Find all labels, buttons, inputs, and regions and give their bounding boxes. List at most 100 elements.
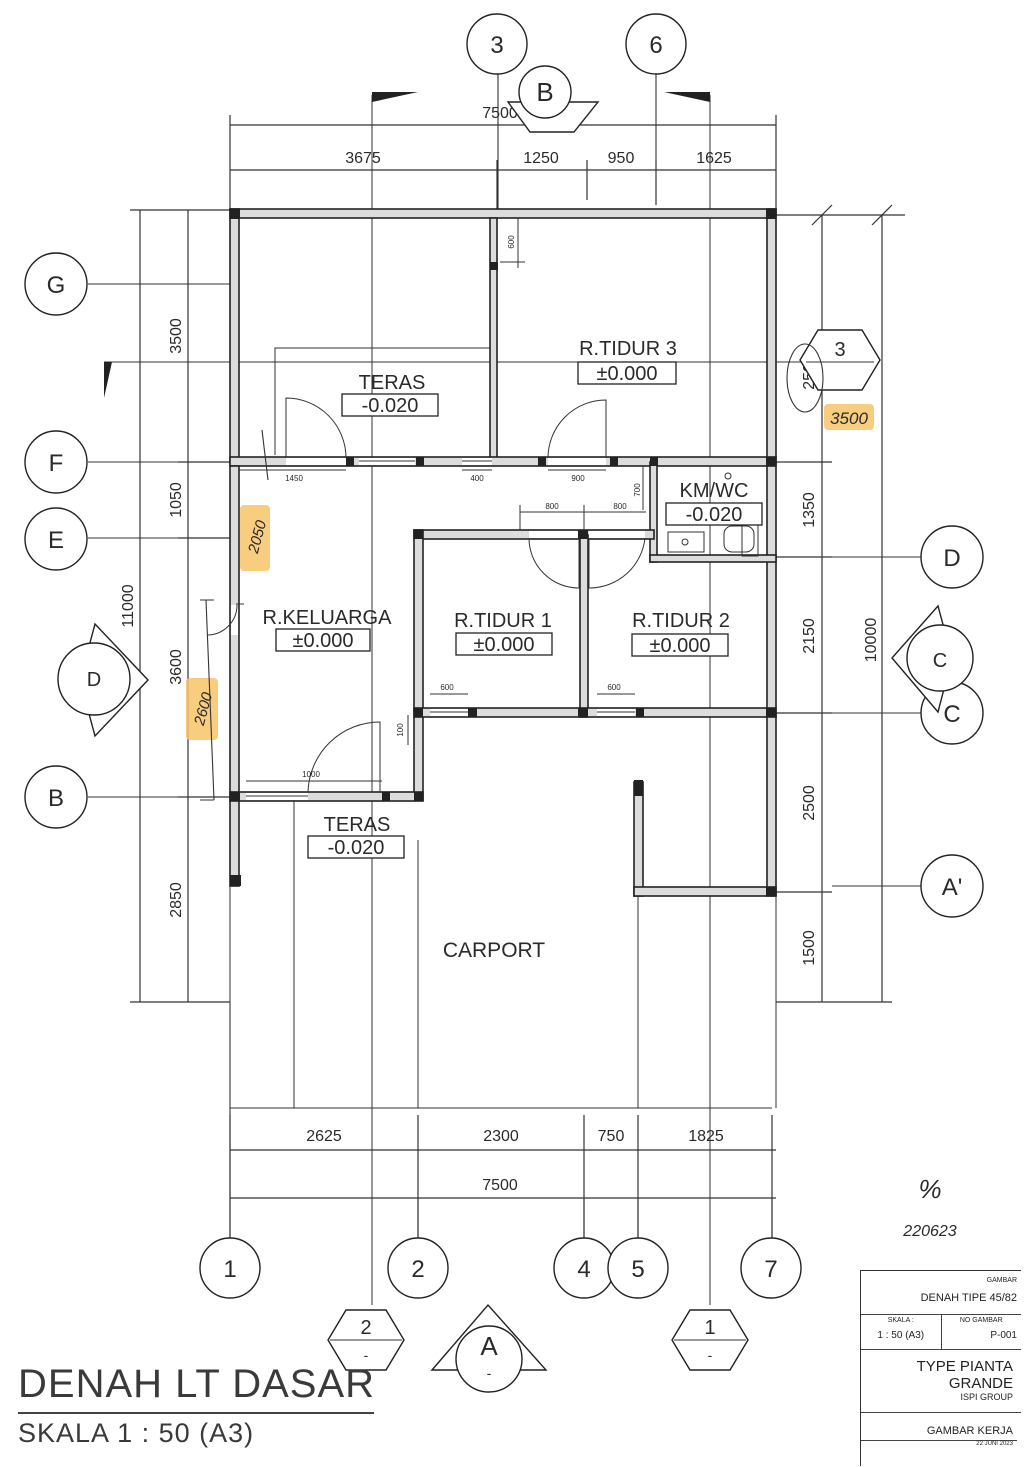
room-name-carport: CARPORT (443, 939, 545, 962)
grid-right-c: C (943, 701, 960, 728)
handwritten-date: 220623 (902, 1223, 956, 1240)
title-block: GAMBAR DENAH TIPE 45/82 SKALA : 1 : 50 (… (860, 1270, 1021, 1466)
section-bottom-right-1: 1 (704, 1317, 715, 1339)
tb-scale-cell: SKALA : 1 : 50 (A3) (861, 1315, 942, 1349)
handwritten-notes: 3500 2050 2600 % 220623 (186, 343, 957, 1240)
drawing-title: DENAH LT DASAR (18, 1362, 376, 1406)
tb-row-scale: SKALA : 1 : 50 (A3) NO GAMBAR P-001 (861, 1314, 1021, 1349)
dim-top-total: 7500 (482, 105, 518, 122)
grid-bottom-4: 4 (577, 1256, 590, 1283)
room-name-keluarga: R.KELUARGA (263, 607, 393, 629)
room-level-teras-bottom: -0.020 (328, 837, 385, 859)
grid-left-g: G (47, 272, 66, 299)
dim-top-seg-4: 1625 (696, 150, 732, 167)
room-level-teras-top: -0.020 (362, 395, 419, 417)
dim-left-seg-1: 3500 (168, 318, 185, 354)
doors (206, 397, 646, 797)
handwritten-initial: % (918, 1174, 941, 1204)
section-markers: B 3 D C A - 2 - 1 - (57, 65, 974, 1393)
section-left-d: D (87, 669, 101, 691)
dim-right-seg-2: 2150 (801, 618, 818, 654)
left-dimensions: 11000 3500 1050 3600 2850 (120, 209, 230, 1003)
dim-small-600b: 600 (440, 683, 454, 692)
dim-right-total: 10000 (863, 618, 880, 663)
tb-project-row: TYPE PIANTA GRANDE ISPI GROUP (861, 1349, 1021, 1402)
dim-small-1450: 1450 (285, 474, 303, 483)
top-dimensions: 7500 3675 1250 950 1625 (229, 105, 777, 210)
section-top-b: B (536, 77, 553, 107)
dim-small-800a: 800 (545, 502, 559, 511)
dim-small-1000: 1000 (302, 770, 320, 779)
room-name-kmwc: KM/WC (680, 480, 749, 502)
dim-bottom-seg-1: 2625 (306, 1128, 342, 1145)
tb-gambar-value: DENAH TIPE 45/82 (920, 1292, 1017, 1304)
grid-bottom-5: 5 (631, 1256, 644, 1283)
section-top-right-3: 3 (834, 339, 845, 361)
tb-status: GAMBAR KERJA (926, 1425, 1013, 1437)
dim-small-600c: 600 (607, 683, 621, 692)
dim-bottom-seg-2: 2300 (483, 1128, 519, 1145)
tb-status-row: GAMBAR KERJA 22 JUNI 2023 (861, 1412, 1021, 1447)
section-bottom-a: A (480, 1331, 498, 1361)
grid-right-a-prime: A' (942, 874, 963, 901)
dim-small-100: 100 (396, 723, 405, 737)
dim-bottom-seg-3: 750 (598, 1128, 625, 1145)
dim-right-seg-3: 2500 (801, 785, 818, 821)
section-flags (104, 92, 710, 398)
section-right-c: C (933, 650, 947, 672)
dim-small-900: 900 (571, 474, 585, 483)
grid-left-e: E (48, 527, 64, 554)
handwritten-3500: 3500 (830, 409, 868, 428)
grid-bottom-1: 1 (223, 1256, 236, 1283)
dim-left-seg-4: 2850 (168, 882, 185, 918)
tb-company: ISPI GROUP (960, 1392, 1013, 1402)
room-level-tidur1: ±0.000 (473, 634, 534, 656)
grid-bottom-2: 2 (411, 1256, 424, 1283)
dim-left-seg-3: 3600 (168, 649, 185, 685)
tb-project: TYPE PIANTA GRANDE (916, 1358, 1013, 1392)
grid-top-6: 6 (649, 32, 662, 59)
tb-no-cell: NO GAMBAR P-001 (942, 1315, 1022, 1349)
tb-gambar-label: GAMBAR (986, 1277, 1017, 1284)
room-name-teras-bottom: TERAS (324, 814, 391, 836)
dim-top-seg-2: 1250 (523, 150, 559, 167)
section-bottom-right-sub: - (708, 1347, 713, 1363)
dim-top-seg-3: 950 (608, 150, 635, 167)
grid-left-b: B (48, 785, 64, 812)
small-dimensions: 600 1450 400 900 700 800 800 600 600 100… (239, 218, 646, 782)
room-level-keluarga: ±0.000 (292, 630, 353, 652)
right-dimensions: 2500 1350 2150 2500 1500 10000 (776, 204, 905, 1003)
section-bottom-a-sub: - (487, 1365, 492, 1381)
walls (229, 208, 777, 897)
room-name-tidur2: R.TIDUR 2 (632, 610, 730, 632)
dim-small-800b: 800 (613, 502, 627, 511)
tb-skala-value: 1 : 50 (A3) (877, 1330, 925, 1341)
grid-right-d: D (943, 545, 960, 572)
room-name-tidur1: R.TIDUR 1 (454, 610, 552, 632)
grid-bottom-7: 7 (764, 1256, 777, 1283)
tb-no-value: P-001 (990, 1330, 1017, 1341)
bathroom-fixtures (667, 472, 759, 557)
grid-top-3: 3 (490, 32, 503, 59)
dim-bottom-seg-4: 1825 (688, 1128, 724, 1145)
dim-small-400: 400 (470, 474, 484, 483)
room-level-tidur2: ±0.000 (649, 635, 710, 657)
dim-small-600: 600 (507, 235, 516, 249)
bottom-dimensions: 2625 2300 750 1825 7500 (229, 1107, 776, 1240)
dim-left-total: 11000 (120, 584, 137, 627)
room-name-teras-top: TERAS (359, 372, 426, 394)
room-labels: TERAS -0.020 R.TIDUR 3 ±0.000 KM/WC -0.0… (263, 338, 763, 962)
room-level-kmwc: -0.020 (686, 504, 743, 526)
dim-right-seg-4: 1500 (801, 930, 818, 966)
room-level-tidur3: ±0.000 (596, 363, 657, 385)
title-underline (18, 1412, 374, 1414)
section-bottom-left-2: 2 (360, 1317, 371, 1339)
grid-bubbles: 3 6 G F E B D C A' 1 2 4 5 7 (24, 13, 984, 1299)
tb-no-label: NO GAMBAR (959, 1317, 1003, 1324)
dim-top-seg-1: 3675 (345, 150, 381, 167)
section-bottom-left-sub: - (364, 1347, 369, 1363)
dim-left-seg-2: 1050 (168, 482, 185, 518)
grid-lines (88, 72, 922, 1305)
tb-date: 22 JUNI 2023 (861, 1440, 1017, 1447)
